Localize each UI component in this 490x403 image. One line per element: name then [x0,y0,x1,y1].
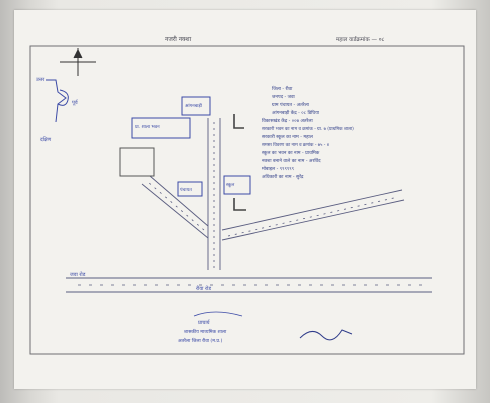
building-block [119,147,155,177]
detail-line-3: ग्राम पंचायत - अतरैला [272,101,310,108]
diagonal-road-right-dashes [227,196,399,237]
house-symbol-2 [233,198,246,211]
diagonal-road-left [141,175,209,239]
paper-sheet [14,10,476,389]
building-school-2-label: स्कूल [226,183,235,188]
detail-line-4: आंगनबाड़ी केंद्र - ०८ डिघिया [272,109,320,116]
stamp-line-3: अतरैला जिला रीवा (म.प्र.) [178,337,222,344]
road-label-left: जवा रोड [70,271,86,278]
direction-legend [46,79,69,123]
detail-line-9: स्कूल का भवन का नाम - प्राथमिक [262,149,320,156]
legend-north: उत्तर [36,77,45,83]
building-anganwadi-label: आंगनबाड़ी [185,102,203,109]
detail-line-8: समस्त विवरण का नाम व क्रमांक - ७५ - ४ [262,142,330,148]
building-school-2 [223,175,251,195]
road-label-center: रीवा रोड [196,285,211,292]
diagonal-road-right [221,189,405,241]
horizontal-road [66,277,432,293]
house-symbol [233,114,244,129]
building-school [131,117,191,139]
building-panchayat [177,181,203,197]
details-block: जिला - रीवा जनपद - जवा ग्राम पंचायत - अत… [262,85,354,180]
detail-line-11: मोबाइल - ९९९९९९ [262,165,294,172]
building-anganwadi [181,96,211,116]
stamp-line-2: शासकीय माध्यमिक शाला [184,328,227,335]
vertical-road [207,118,221,270]
official-stamp: प्राचार्य शासकीय माध्यमिक शाला अतरैला जि… [178,311,243,344]
detail-line-5: विकासखंड केंद्र - ००७ अतरैला [262,117,314,124]
detail-line-2: जनपद - जवा [272,95,296,100]
compass-icon [60,48,96,76]
detail-line-10: नक्शा बनाने वाले का नाम - अरविंद [262,157,321,164]
detail-line-6: सरकारी भवन का नाम व क्रमांक - ग्रा. ७ (प… [262,126,354,132]
building-school-label: प्रा. शाला भवन [135,125,160,130]
ward-number: महाल वार्डक्रमांक — ०८ [336,36,385,43]
page-title: नजरी नक्शा [165,35,192,43]
map-frame [29,45,465,355]
detail-line-7: सरकारी स्कूल का नाम - महाल [262,133,314,140]
diagonal-road-left-dashes [147,181,205,231]
detail-line-12: अधिकारी का नाम - सुरेंद्र [262,173,304,180]
signature-scribble [299,329,353,341]
stamp-line-1: प्राचार्य [198,319,211,326]
legend-south: दक्षिण [40,136,52,143]
detail-line-1: जिला - रीवा [272,85,293,92]
legend-east: पूर्व [72,99,79,106]
building-panchayat-label: पंचायत [180,187,192,193]
